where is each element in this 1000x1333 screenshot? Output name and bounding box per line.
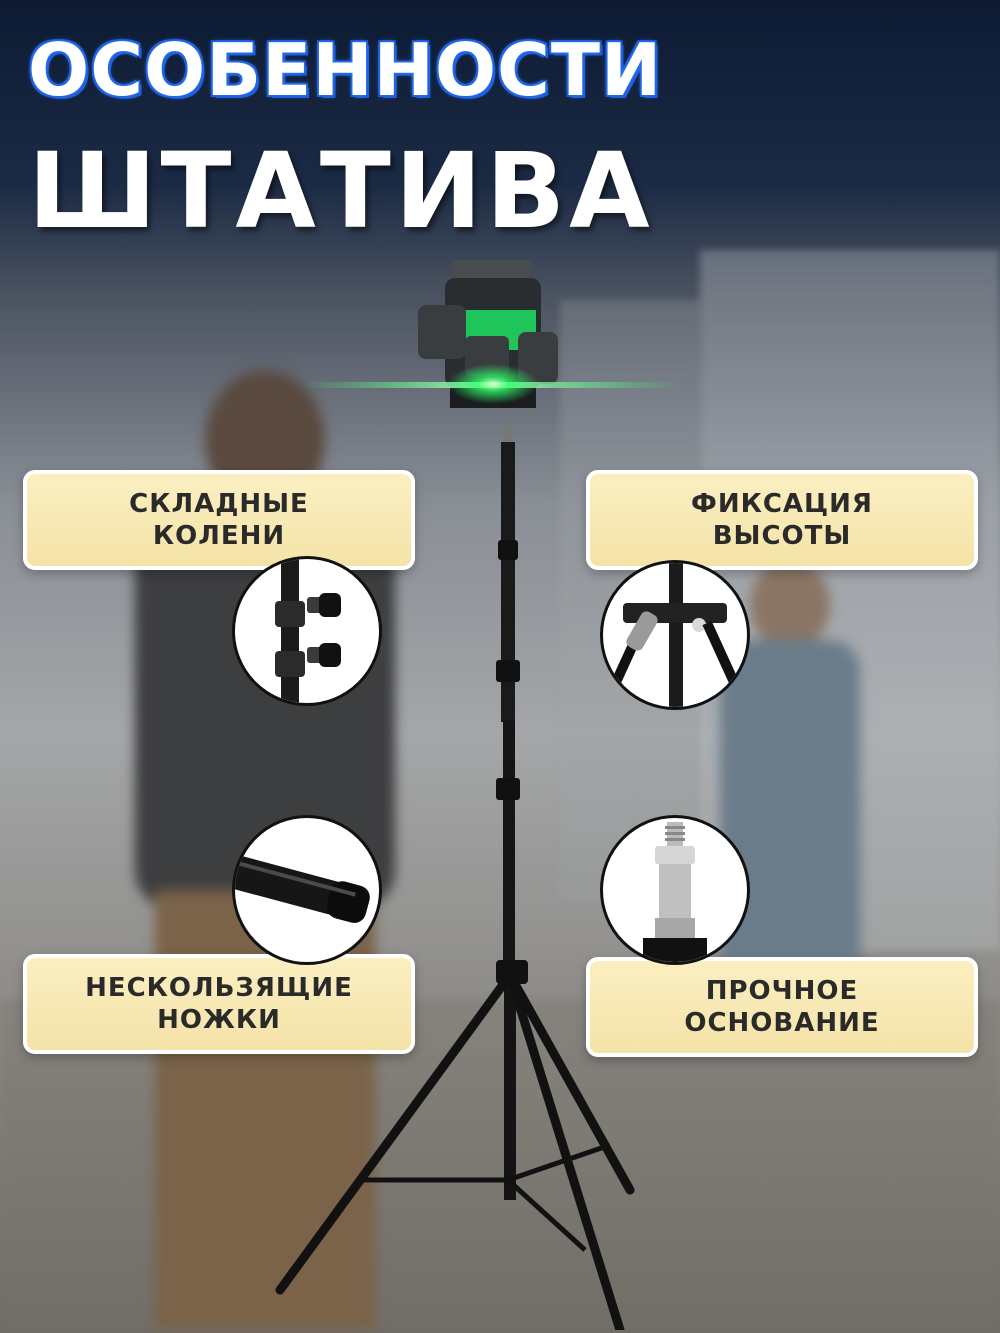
headline-line-1: ОСОБЕННОСТИ	[28, 28, 663, 112]
feature-badge-height-lock: ФИКСАЦИЯ ВЫСОТЫ	[586, 470, 978, 570]
feature-badge-folding-knees: СКЛАДНЫЕ КОЛЕНИ	[23, 470, 415, 570]
rubber-foot-icon	[232, 815, 382, 965]
feature-badge-sturdy-base: ПРОЧНОЕ ОСНОВАНИЕ	[586, 957, 978, 1057]
feature-badge-non-slip-feet: НЕСКОЛЬЗЯЩИЕ НОЖКИ	[23, 954, 415, 1054]
feature-label: НЕСКОЛЬЗЯЩИЕ НОЖКИ	[85, 973, 353, 1035]
folding-knee-clamp-icon	[232, 556, 382, 706]
feature-label: СКЛАДНЫЕ КОЛЕНИ	[129, 489, 309, 551]
threaded-mount-icon	[600, 815, 750, 965]
height-lock-bracket-icon	[600, 560, 750, 710]
laser-level-icon	[300, 260, 680, 408]
tripod-with-laser-level	[275, 260, 680, 1330]
feature-label: ПРОЧНОЕ ОСНОВАНИЕ	[684, 976, 880, 1038]
feature-label: ФИКСАЦИЯ ВЫСОТЫ	[691, 489, 873, 551]
headline-line-2: ШТАТИВА	[28, 130, 654, 252]
